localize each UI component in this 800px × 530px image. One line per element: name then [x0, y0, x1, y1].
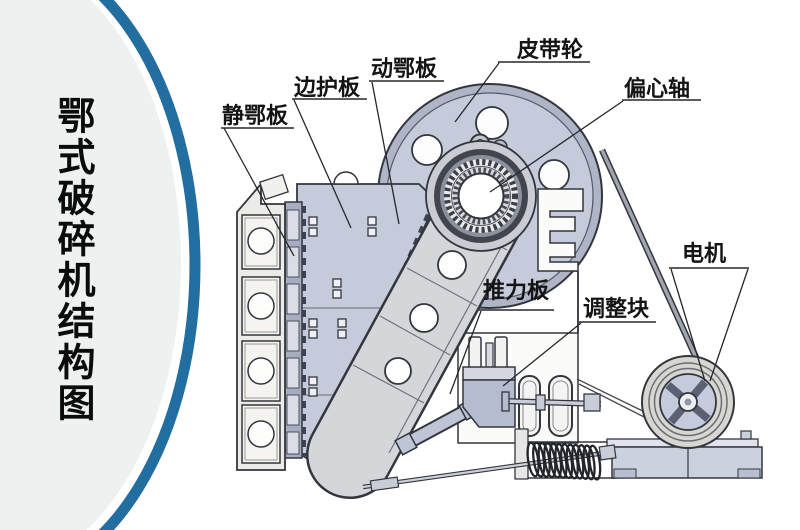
label-text: 动鄂板	[371, 57, 438, 82]
page-title: 鄂式破碎机结构图	[51, 96, 95, 424]
adjust-bolt	[494, 336, 508, 370]
spring-seat	[514, 428, 529, 480]
side-panel-ellipse	[0, 0, 201, 530]
arm-hole	[409, 303, 439, 333]
label-text: 边护板	[293, 76, 361, 101]
shaft-bore	[457, 172, 505, 220]
tension-rod-spring	[362, 441, 617, 492]
adjusting-bolt-rod	[501, 391, 602, 412]
motor-pulley	[641, 355, 735, 449]
adjust-bolt	[468, 336, 482, 370]
frame-slot	[548, 375, 573, 437]
label-fixed-jaw-plate: 静鄂板	[221, 103, 295, 257]
frame-front-column	[236, 173, 290, 471]
label-text: 皮带轮	[517, 37, 583, 63]
fixed-jaw-strip	[284, 201, 306, 459]
label-side-guard-plate: 边护板	[292, 76, 367, 229]
label-belt-pulley: 皮带轮	[454, 37, 590, 123]
plate-notch	[333, 171, 359, 185]
flywheel-hole	[475, 106, 509, 140]
callouts: 静鄂板 边护板 动鄂板 皮带轮 偏心轴 电机	[221, 37, 749, 395]
label-text: 调整块	[583, 296, 650, 322]
plate-bolt-holes	[308, 216, 377, 397]
eccentric-shaft-bearing	[425, 133, 537, 252]
arm-hole	[437, 250, 467, 280]
roller-ring-outer	[444, 159, 518, 233]
column-holes	[247, 227, 275, 448]
flywheel-hole	[411, 134, 443, 166]
ellipse-fill	[0, 0, 185, 530]
arm-hole	[384, 357, 412, 385]
bearing-support-bracket	[537, 188, 584, 272]
label-text: 静鄂板	[222, 103, 289, 129]
coil-spring	[526, 441, 602, 481]
label-text: 电机	[682, 242, 726, 267]
label-movable-jaw-plate: 动鄂板	[369, 57, 444, 225]
label-adjustment-block: 调整块	[502, 296, 656, 387]
label-motor: 电机	[669, 242, 749, 382]
label-text: 推力板	[483, 279, 550, 304]
flywheel-hole	[538, 159, 570, 191]
roller-ring-inner	[452, 167, 510, 225]
label-eccentric-shaft: 偏心轴	[489, 76, 701, 193]
blue-arc	[98, 0, 201, 530]
label-thrust-plate: 推力板	[449, 279, 554, 395]
label-text: 偏心轴	[624, 76, 690, 102]
motor-base	[606, 430, 763, 479]
